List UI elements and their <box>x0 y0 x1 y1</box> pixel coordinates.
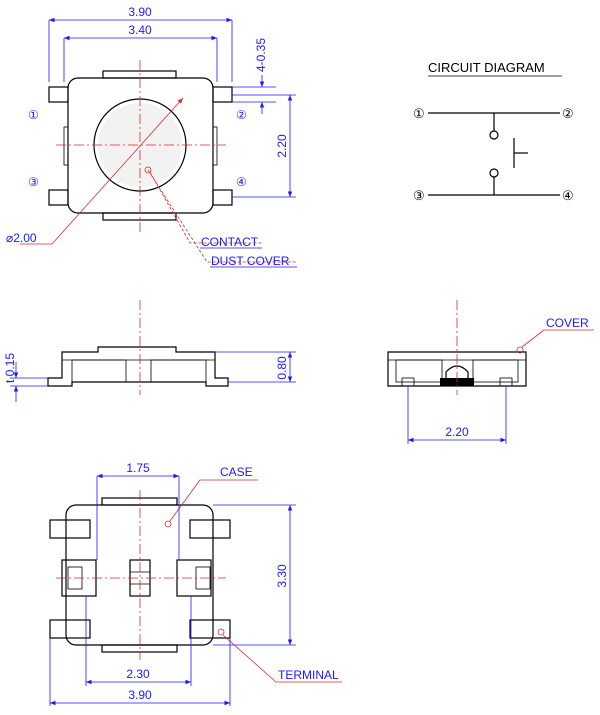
side-dim-width: 2.20 <box>445 425 469 439</box>
pin-label-4: ④ <box>236 175 247 189</box>
side-view: COVER 2.20 <box>387 300 594 444</box>
front-dim-height: 0.80 <box>275 356 289 380</box>
bottom-dim-inner: 2.30 <box>126 667 150 681</box>
bottom-dim-top: 1.75 <box>126 461 150 475</box>
circuit-pin-4: ④ <box>562 188 574 203</box>
label-dust-cover: DUST COVER <box>211 254 290 268</box>
top-view: ⌀2.00 CONTACT DUST COVER 3.90 3.40 4-0.3… <box>6 5 297 268</box>
terminal-3 <box>49 619 91 639</box>
dim-width-outer: 3.90 <box>128 5 152 19</box>
dim-pitch: 2.20 <box>275 134 289 158</box>
terminal-2 <box>189 519 231 539</box>
top-tab <box>102 70 177 79</box>
pin-label-1: ① <box>28 108 39 122</box>
dim-lead-gap: 4-0.35 <box>254 38 268 72</box>
circuit-pin-2: ② <box>562 106 574 121</box>
dim-diameter: ⌀2.00 <box>6 231 37 245</box>
lead-4 <box>212 189 233 206</box>
actuator-profile <box>445 365 469 385</box>
label-contact: CONTACT <box>201 235 259 249</box>
terminal-1 <box>49 519 91 539</box>
label-case: CASE <box>220 465 253 479</box>
side-bump-right <box>212 126 218 166</box>
lead-2 <box>212 86 233 103</box>
pin-label-3: ③ <box>28 175 39 189</box>
lead-3 <box>48 189 69 206</box>
front-view: 0.80 t 0.15 <box>3 300 296 402</box>
front-view-body <box>47 346 229 387</box>
contact-marker <box>144 166 152 174</box>
front-dim-thickness: t 0.15 <box>3 353 17 383</box>
side-view-body <box>387 351 527 387</box>
label-cover: COVER <box>546 316 589 330</box>
circuit-pin-1: ① <box>413 106 425 121</box>
circuit-diagram: CIRCUIT DIAGRAM ① ② ③ ④ <box>413 60 574 203</box>
side-bump-left <box>63 126 69 166</box>
circuit-pin-3: ③ <box>413 188 425 203</box>
bottom-tab <box>102 212 177 221</box>
bottom-view: CASE TERMINAL 1.75 3.30 2.30 3.90 <box>49 461 342 706</box>
pin-label-2: ② <box>236 108 247 122</box>
dim-width-inner: 3.40 <box>128 23 152 37</box>
lead-1 <box>48 86 69 103</box>
bottom-dim-height: 3.30 <box>275 564 289 588</box>
label-terminal: TERMINAL <box>278 668 339 682</box>
circuit-title: CIRCUIT DIAGRAM <box>428 60 545 75</box>
bottom-dim-outer: 3.90 <box>128 688 152 702</box>
terminal-4 <box>189 619 231 639</box>
